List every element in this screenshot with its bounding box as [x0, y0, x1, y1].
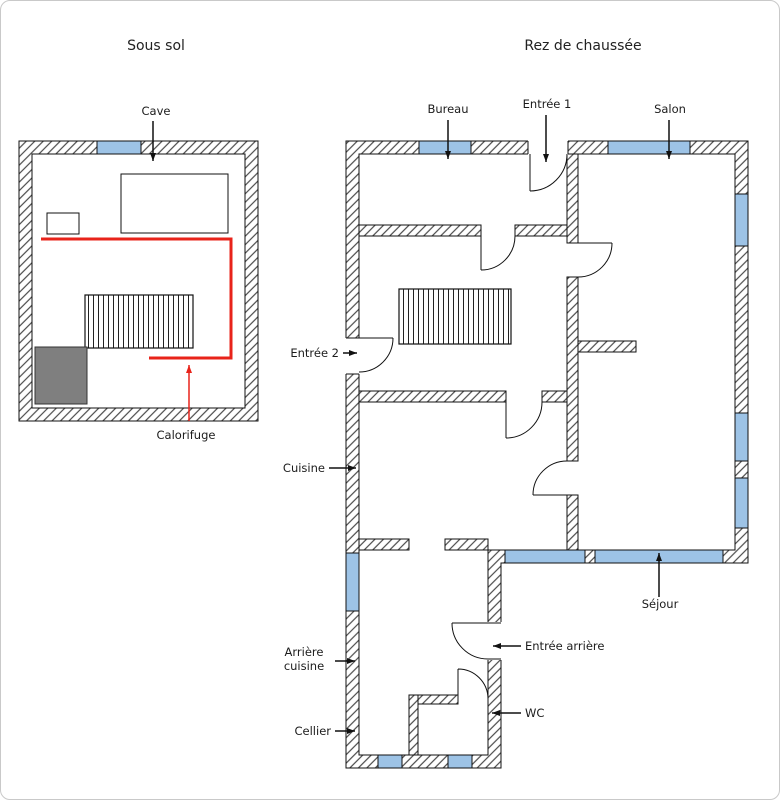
label-arriere-cuisine-line2: cuisine [284, 659, 324, 673]
label-entree1: Entrée 1 [523, 97, 572, 111]
entree2-jambs [346, 337, 359, 375]
salon-sejour-stub-wall [577, 340, 637, 353]
basement-stairs [84, 294, 194, 349]
entree1-door-swing [529, 153, 568, 192]
ground-floor-plan: Bureau Entrée 1 Salon Entrée 2 Cuisine S… [283, 97, 749, 769]
arriere-cuisine-wall-left [358, 538, 410, 551]
wc-wall-horizontal [417, 694, 459, 705]
arriere-cuisine-wall-right [444, 538, 489, 551]
label-arriere-cuisine-line1: Arrière [285, 645, 324, 659]
label-calorifuge: Calorifuge [157, 428, 216, 442]
hall-wall-top [566, 153, 579, 244]
wc-wall-vertical [408, 694, 419, 756]
salon-window [607, 140, 691, 155]
wc-door-swing [457, 668, 489, 700]
basement-plan: Cave Calorifuge [18, 104, 259, 442]
left-window [345, 552, 360, 612]
entree1-jambs [527, 141, 569, 154]
bureau-wall-right [514, 224, 568, 237]
interior-walls [358, 153, 637, 756]
right-window-2 [734, 412, 749, 462]
label-cellier: Cellier [295, 724, 332, 738]
label-entree-arriere: Entrée arrière [525, 639, 604, 653]
bottom-window-1 [504, 549, 586, 564]
heating-pipe [41, 237, 233, 360]
cuisine-door-swing [505, 401, 543, 439]
entree2-opening [345, 338, 360, 374]
entree-arriere-opening [487, 622, 502, 660]
label-entree2: Entrée 2 [290, 346, 339, 360]
right-window-3 [734, 477, 749, 529]
label-bureau: Bureau [427, 102, 468, 116]
label-sejour: Séjour [642, 597, 679, 611]
bureau-wall-left [358, 224, 482, 237]
ground-floor-labels: Bureau Entrée 1 Salon Entrée 2 Cuisine S… [283, 97, 686, 738]
entree-arriere-jambs [488, 622, 501, 660]
basement-cave-window [96, 140, 142, 155]
entree1-opening [528, 140, 568, 155]
entree2-door-swing [358, 337, 394, 373]
sejour-door-swing [532, 460, 568, 496]
salon-door-swing [577, 242, 613, 278]
basement-table-rect [120, 173, 229, 234]
basement-outer-wall [18, 140, 259, 422]
cuisine-wall-left [358, 390, 507, 403]
hall-wall-bottom [566, 494, 579, 551]
ext-bottom-window-1 [377, 754, 403, 769]
ground-floor-title: Rez de chaussée [524, 38, 641, 54]
basement-boiler-block [34, 346, 88, 405]
ground-floor-stairs [398, 288, 512, 345]
bureau-door-swing [480, 235, 516, 271]
right-window-1 [734, 193, 749, 247]
ext-bottom-window-2 [447, 754, 473, 769]
doors [345, 140, 613, 700]
label-wc: WC [525, 706, 544, 720]
entree-arriere-door-swing [451, 622, 489, 660]
label-salon: Salon [654, 102, 686, 116]
hall-wall-middle [566, 276, 579, 462]
bureau-window [418, 140, 472, 155]
basement-title: Sous sol [127, 38, 185, 54]
basement-small-rect [46, 212, 80, 235]
cuisine-wall-right [541, 390, 568, 403]
label-cuisine: Cuisine [283, 461, 325, 475]
label-cave: Cave [142, 104, 171, 118]
